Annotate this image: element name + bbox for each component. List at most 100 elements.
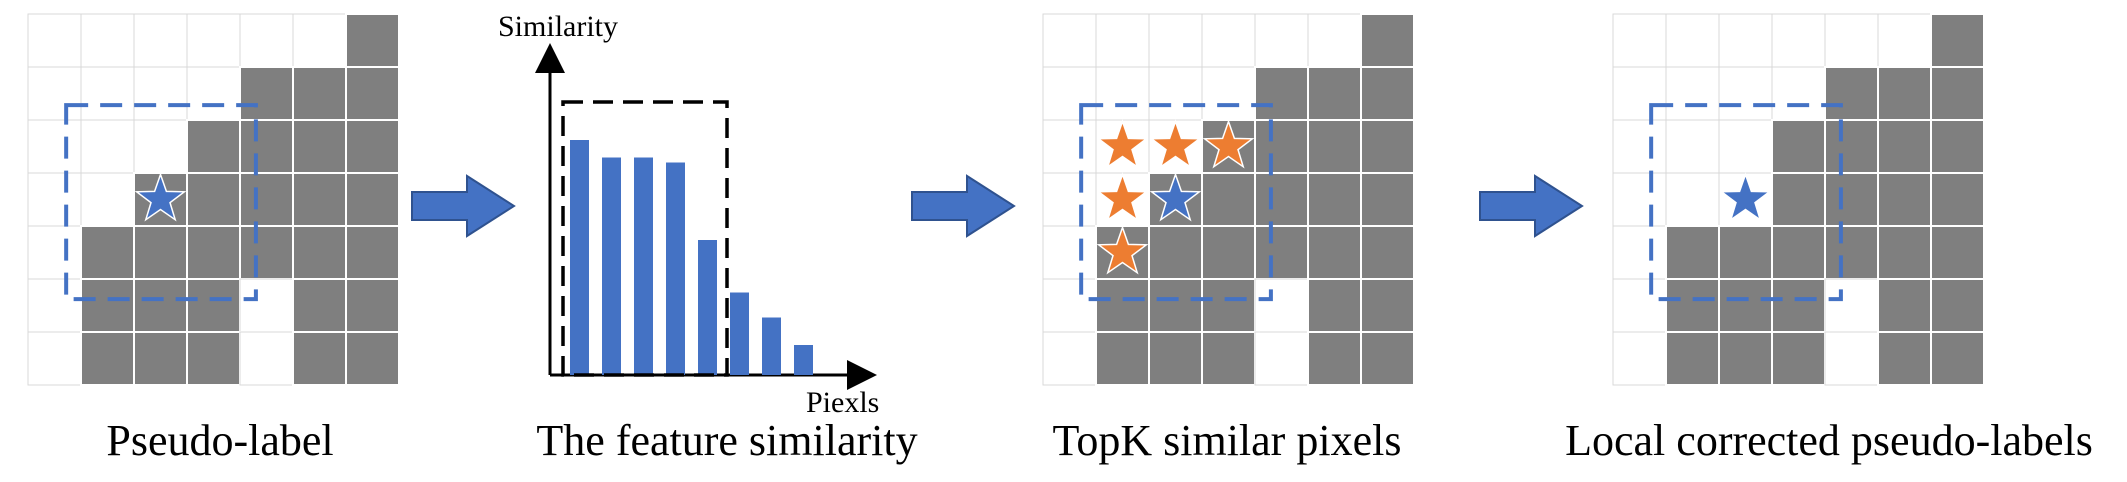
background-cell xyxy=(1042,13,1097,68)
background-cell xyxy=(27,278,82,333)
foreground-cell xyxy=(1824,66,1879,121)
orange-star-icon xyxy=(1096,225,1149,275)
pseudo-label-grid xyxy=(27,13,400,386)
foreground-cell xyxy=(133,278,188,333)
background-cell xyxy=(1254,13,1309,68)
foreground-cell xyxy=(1824,119,1879,174)
bar xyxy=(698,240,717,375)
caption-topk-pixels: TopK similar pixels xyxy=(1052,416,1402,465)
background-cell xyxy=(1665,66,1720,121)
background-cell xyxy=(1042,119,1097,174)
foreground-cell xyxy=(1254,119,1309,174)
bar xyxy=(730,292,749,375)
foreground-cell xyxy=(1254,172,1309,227)
foreground-cell xyxy=(1360,119,1415,174)
background-cell xyxy=(80,66,135,121)
caption-corrected-pseudo-labels: Local corrected pseudo-labels xyxy=(1565,416,2093,465)
background-cell xyxy=(27,119,82,174)
foreground-cell xyxy=(239,172,294,227)
x-axis-label: Piexls xyxy=(806,386,880,419)
foreground-cell xyxy=(133,225,188,280)
foreground-cell xyxy=(1930,278,1985,333)
foreground-cell xyxy=(1148,278,1203,333)
bar xyxy=(762,317,781,375)
foreground-cell xyxy=(1877,278,1932,333)
foreground-cell xyxy=(1307,225,1362,280)
foreground-cell xyxy=(1201,225,1256,280)
background-cell xyxy=(1042,225,1097,280)
block-arrow xyxy=(911,174,1016,238)
foreground-cell xyxy=(1095,331,1150,386)
foreground-cell xyxy=(1307,172,1362,227)
foreground-cell xyxy=(1307,119,1362,174)
local-window-box xyxy=(1079,103,1273,302)
foreground-cell xyxy=(292,172,347,227)
background-cell xyxy=(1771,66,1826,121)
bar xyxy=(666,162,685,375)
foreground-cell xyxy=(345,331,400,386)
foreground-cell xyxy=(292,278,347,333)
local-window-box xyxy=(1649,103,1843,302)
corrected-pseudo-label-grid xyxy=(1612,13,1985,386)
foreground-cell xyxy=(345,278,400,333)
foreground-cell xyxy=(1877,331,1932,386)
foreground-cell xyxy=(1360,172,1415,227)
background-cell xyxy=(1612,119,1667,174)
background-cell xyxy=(1612,172,1667,227)
background-cell xyxy=(1612,278,1667,333)
foreground-cell xyxy=(239,119,294,174)
y-axis-label: Similarity xyxy=(498,10,618,43)
background-cell xyxy=(1771,13,1826,68)
background-cell xyxy=(1254,331,1309,386)
background-cell xyxy=(80,172,135,227)
topk-selection-box xyxy=(561,100,729,377)
foreground-cell xyxy=(1307,278,1362,333)
background-cell xyxy=(1042,66,1097,121)
foreground-cell xyxy=(1360,66,1415,121)
blue-star-icon xyxy=(1719,172,1772,222)
foreground-cell xyxy=(1718,225,1773,280)
foreground-cell xyxy=(1201,172,1256,227)
orange-star-icon xyxy=(1096,119,1149,169)
foreground-cell xyxy=(1771,278,1826,333)
blue-star-icon xyxy=(134,172,187,222)
background-cell xyxy=(1307,13,1362,68)
background-cell xyxy=(1718,119,1773,174)
foreground-cell xyxy=(186,119,241,174)
background-cell xyxy=(1095,13,1150,68)
background-cell xyxy=(1612,13,1667,68)
background-cell xyxy=(1718,13,1773,68)
foreground-cell xyxy=(186,331,241,386)
foreground-cell xyxy=(1877,172,1932,227)
background-cell xyxy=(1612,331,1667,386)
foreground-cell xyxy=(1771,331,1826,386)
bar xyxy=(794,345,813,375)
background-cell xyxy=(1201,13,1256,68)
background-cell xyxy=(27,331,82,386)
foreground-cell xyxy=(1877,225,1932,280)
foreground-cell xyxy=(1148,331,1203,386)
foreground-cell xyxy=(186,172,241,227)
background-cell xyxy=(27,172,82,227)
background-cell xyxy=(27,13,82,68)
foreground-cell xyxy=(1201,278,1256,333)
foreground-cell xyxy=(1360,278,1415,333)
background-cell xyxy=(1254,278,1309,333)
foreground-cell xyxy=(1930,331,1985,386)
foreground-cell xyxy=(345,172,400,227)
foreground-cell xyxy=(1930,225,1985,280)
foreground-cell xyxy=(345,66,400,121)
background-cell xyxy=(239,278,294,333)
topk-pixels-grid xyxy=(1042,13,1415,386)
orange-star-icon xyxy=(1149,119,1202,169)
block-arrow xyxy=(411,174,516,238)
foreground-cell xyxy=(80,225,135,280)
foreground-cell xyxy=(1771,172,1826,227)
foreground-cell xyxy=(1665,331,1720,386)
foreground-cell xyxy=(1307,66,1362,121)
background-cell xyxy=(239,13,294,68)
background-cell xyxy=(186,66,241,121)
block-arrow xyxy=(1479,174,1584,238)
foreground-cell xyxy=(1360,225,1415,280)
